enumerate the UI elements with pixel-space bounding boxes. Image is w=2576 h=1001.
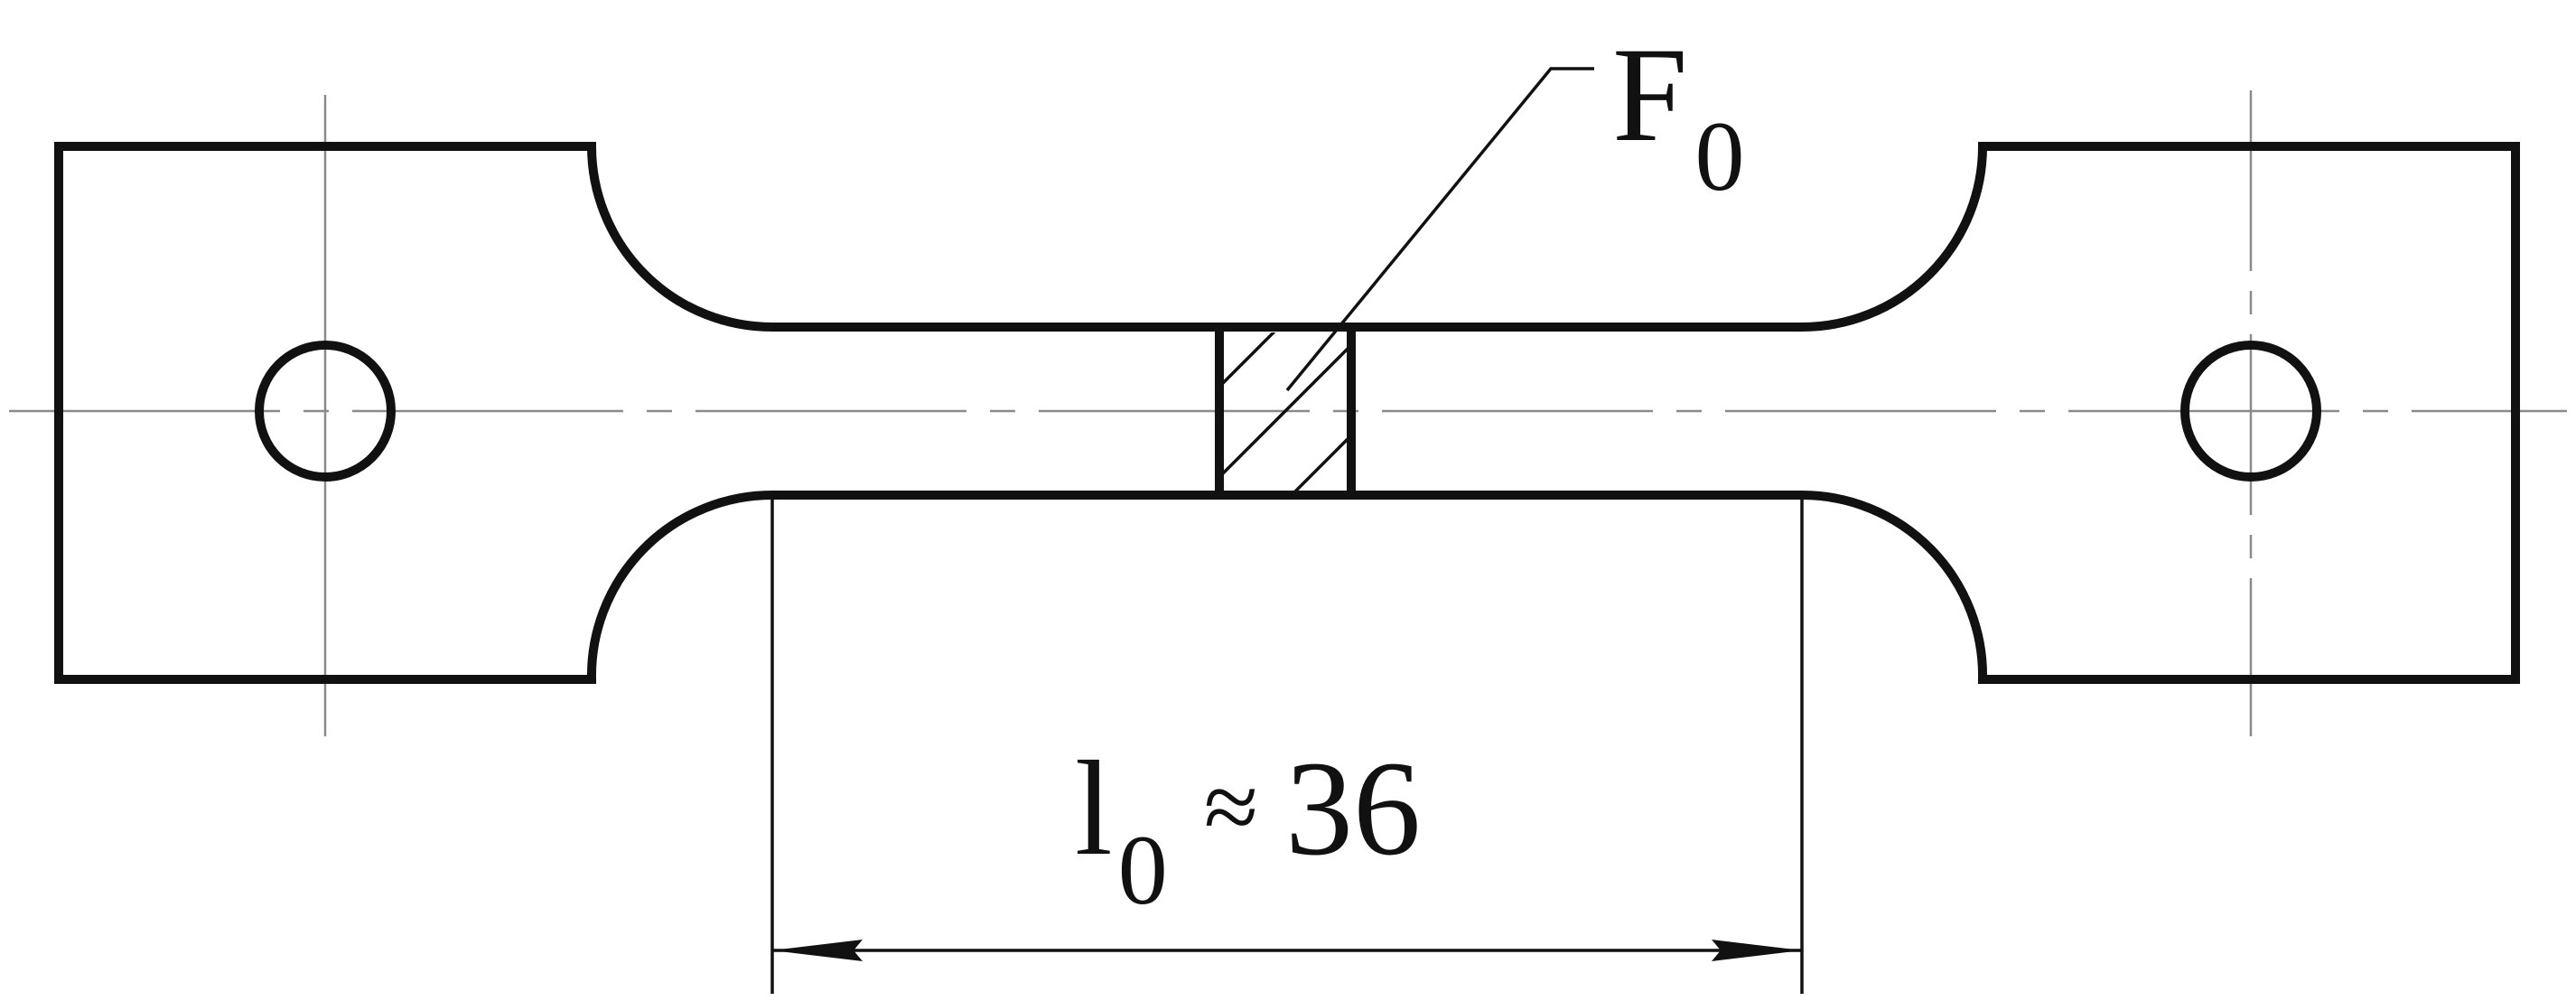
area-leader-line <box>1285 67 1594 392</box>
specimen-outline <box>54 142 2520 684</box>
dimension-arrow-right <box>1712 940 1802 961</box>
approx-sign: ≈ <box>1204 752 1258 862</box>
gauge-length-dimension <box>770 495 1804 994</box>
section-hatching <box>1219 332 1351 493</box>
length-subscript: 0 <box>1118 815 1168 925</box>
left-mounting-hole <box>255 341 396 482</box>
area-subscript: 0 <box>1694 101 1744 211</box>
right-mounting-hole <box>2180 341 2321 482</box>
dimension-arrow-left <box>772 940 863 961</box>
cross-section <box>1215 327 1356 495</box>
area-label: F0 <box>1612 20 1744 211</box>
area-symbol: F <box>1612 20 1687 170</box>
length-symbol: l <box>1075 734 1113 884</box>
length-value: 36 <box>1285 734 1421 884</box>
gauge-length-label: l0 ≈36 <box>1075 734 1421 925</box>
center-lines <box>9 90 2567 736</box>
